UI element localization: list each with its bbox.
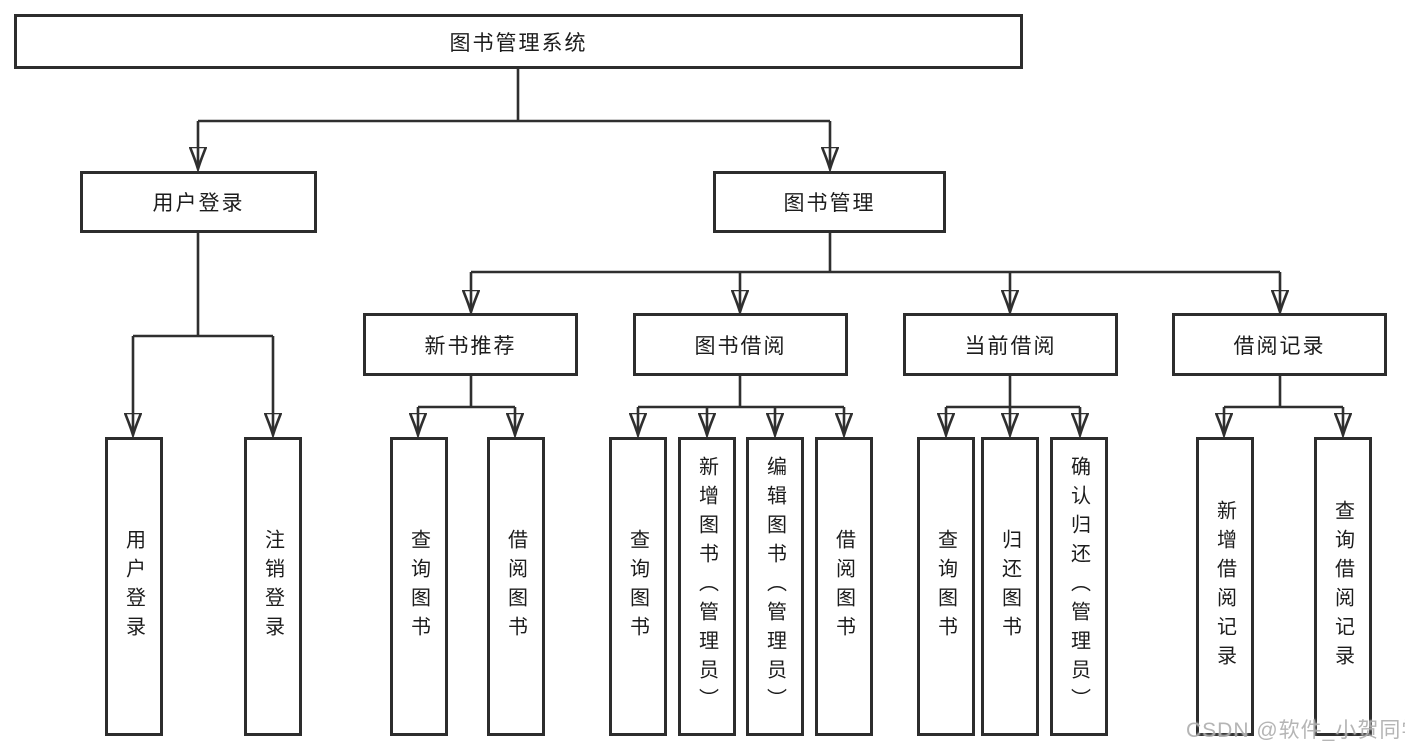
node-borrow-records: 借阅记录 [1172, 313, 1387, 376]
leaf-current-confirm-return-admin: 确认归还（管理员） [1050, 437, 1108, 736]
node-root: 图书管理系统 [14, 14, 1023, 69]
leaf-records-add-record: 新增借阅记录 [1196, 437, 1254, 736]
node-book-borrow: 图书借阅 [633, 313, 848, 376]
node-book-management: 图书管理 [713, 171, 946, 233]
leaf-current-return-book: 归还图书 [981, 437, 1039, 736]
node-new-book-recommend: 新书推荐 [363, 313, 578, 376]
node-current-borrow: 当前借阅 [903, 313, 1118, 376]
leaf-records-query-record: 查询借阅记录 [1314, 437, 1372, 736]
leaf-borrow-query-book: 查询图书 [609, 437, 667, 736]
leaf-borrow-add-book-admin: 新增图书（管理员） [678, 437, 736, 736]
leaf-borrow-borrow-book: 借阅图书 [815, 437, 873, 736]
leaf-current-query-book: 查询图书 [917, 437, 975, 736]
leaf-user-login: 用户登录 [105, 437, 163, 736]
node-user-login: 用户登录 [80, 171, 317, 233]
leaf-recommend-borrow-book: 借阅图书 [487, 437, 545, 736]
leaf-recommend-query-book: 查询图书 [390, 437, 448, 736]
leaf-borrow-edit-book-admin: 编辑图书（管理员） [746, 437, 804, 736]
leaf-logout: 注销登录 [244, 437, 302, 736]
csdn-watermark: CSDN @软件_小贺同学 [1186, 719, 1405, 742]
